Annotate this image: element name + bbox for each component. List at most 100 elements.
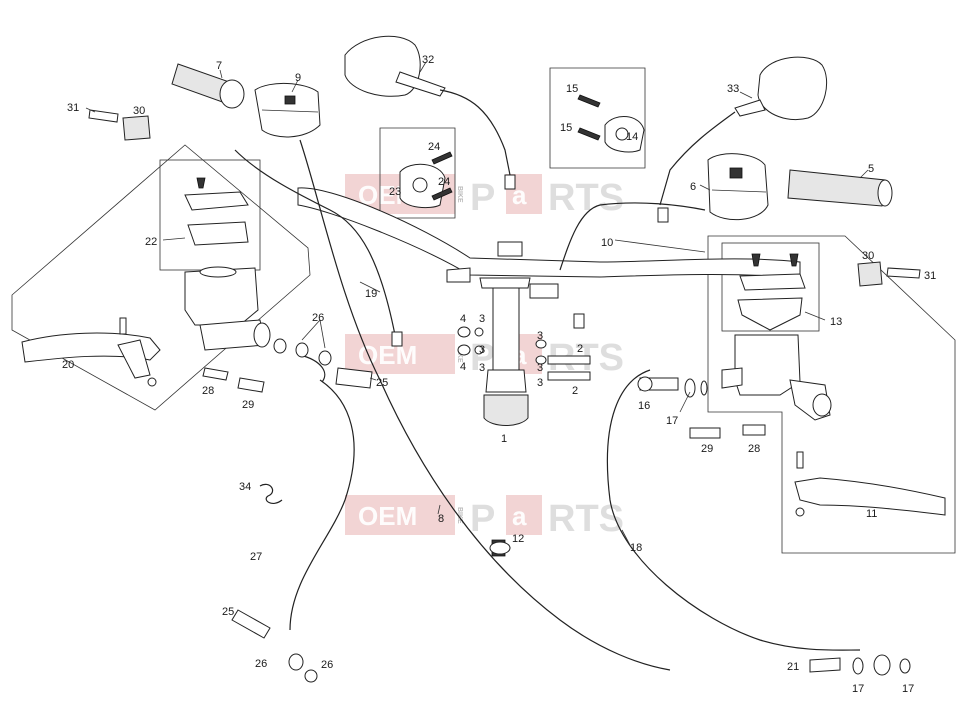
left-brake-group-frame bbox=[11, 144, 311, 411]
label-9: 9 bbox=[295, 72, 301, 84]
svg-text:RTS: RTS bbox=[548, 177, 624, 219]
label-23: 23 bbox=[389, 186, 401, 198]
right-switch-housing bbox=[707, 153, 769, 221]
cable-8-throttle bbox=[299, 139, 671, 671]
cable-27-brake-hose bbox=[289, 379, 355, 631]
label-30a: 30 bbox=[133, 105, 145, 117]
label-12: 12 bbox=[512, 533, 524, 545]
label-28a: 28 bbox=[202, 385, 214, 397]
label-20: 20 bbox=[62, 359, 74, 371]
label-24a: 24 bbox=[428, 141, 440, 153]
cable-10-switch bbox=[559, 202, 706, 271]
clamp-kit-frame-right bbox=[549, 67, 646, 169]
label-6: 6 bbox=[690, 181, 696, 193]
banjo-parts-lower bbox=[231, 609, 318, 683]
right-grip bbox=[787, 169, 893, 207]
label-17b: 17 bbox=[852, 683, 864, 695]
connector-right bbox=[573, 313, 585, 329]
label-27: 27 bbox=[250, 551, 262, 563]
leader-lines bbox=[85, 61, 869, 546]
clamp-kit-frame-left bbox=[379, 127, 456, 219]
label-11: 11 bbox=[866, 508, 877, 520]
svg-text:P: P bbox=[470, 177, 495, 219]
part-number-labels: 1 2 2 3 3 3 3 3 3 4 4 5 6 7 8 9 10 11 12… bbox=[62, 54, 936, 695]
watermark-top: OEM BIKE P a RTS bbox=[345, 174, 624, 219]
label-25a: 25 bbox=[376, 377, 388, 389]
svg-text:BIKE: BIKE bbox=[456, 507, 463, 524]
left-brake-lever bbox=[21, 317, 161, 387]
label-29a: 29 bbox=[242, 399, 254, 411]
label-3c: 3 bbox=[479, 362, 485, 374]
label-17a: 17 bbox=[666, 415, 678, 427]
label-14: 14 bbox=[626, 131, 638, 143]
hose-clip-34 bbox=[259, 483, 283, 504]
label-31a: 31 bbox=[67, 102, 79, 114]
right-brake-small-parts bbox=[637, 376, 766, 439]
label-18: 18 bbox=[630, 542, 642, 554]
label-2b: 2 bbox=[572, 385, 578, 397]
svg-text:RTS: RTS bbox=[548, 498, 624, 540]
right-master-cylinder bbox=[721, 334, 832, 421]
label-32: 32 bbox=[422, 54, 434, 66]
stem-bolts bbox=[457, 326, 591, 381]
left-mirror bbox=[344, 35, 516, 190]
left-grip bbox=[171, 63, 245, 109]
label-10: 10 bbox=[601, 237, 613, 249]
label-34: 34 bbox=[239, 481, 251, 493]
label-13: 13 bbox=[830, 316, 842, 328]
reservoir-kit-frame bbox=[159, 159, 261, 271]
label-17c: 17 bbox=[902, 683, 914, 695]
svg-text:a: a bbox=[512, 501, 527, 531]
label-4a: 4 bbox=[460, 313, 466, 325]
label-25b: 25 bbox=[222, 606, 234, 618]
banjo-parts-upper bbox=[273, 338, 373, 389]
left-switch-housing bbox=[254, 82, 321, 138]
label-26c: 26 bbox=[321, 659, 333, 671]
label-3f: 3 bbox=[537, 377, 543, 389]
right-brake-group-frame bbox=[707, 235, 956, 554]
label-31b: 31 bbox=[924, 270, 936, 282]
label-15a: 15 bbox=[566, 83, 578, 95]
label-26a: 26 bbox=[312, 312, 324, 324]
label-26b: 26 bbox=[255, 658, 267, 670]
left-master-cylinder bbox=[184, 266, 271, 351]
right-brake-lever bbox=[794, 451, 946, 517]
svg-text:a: a bbox=[512, 180, 527, 210]
steering-stem bbox=[483, 287, 529, 426]
svg-text:BIKE: BIKE bbox=[456, 346, 463, 363]
mirror-clamp-left bbox=[399, 151, 453, 209]
label-8: 8 bbox=[438, 513, 444, 525]
left-brake-small-parts bbox=[202, 367, 265, 393]
label-7: 7 bbox=[216, 60, 222, 72]
svg-text:BIKE: BIKE bbox=[456, 186, 463, 203]
handlebar-clamp bbox=[446, 241, 559, 299]
label-1: 1 bbox=[501, 433, 507, 445]
svg-text:P: P bbox=[470, 498, 495, 540]
cable-18-rear-brake bbox=[606, 369, 861, 651]
label-4b: 4 bbox=[460, 361, 466, 373]
label-3e: 3 bbox=[537, 362, 543, 374]
watermark-bottom: OEM BIKE P a RTS bbox=[345, 495, 624, 540]
right-reservoir-cap-kit bbox=[737, 253, 806, 331]
bar-end-left bbox=[88, 109, 151, 141]
connector-left bbox=[391, 331, 403, 347]
svg-text:OEM: OEM bbox=[358, 501, 417, 531]
label-16: 16 bbox=[638, 400, 650, 412]
label-19: 19 bbox=[365, 288, 377, 300]
label-30b: 30 bbox=[862, 250, 874, 262]
bar-end-right bbox=[857, 261, 921, 287]
right-mirror bbox=[657, 56, 828, 223]
label-22: 22 bbox=[145, 236, 157, 248]
cable-19 bbox=[234, 149, 396, 336]
clamp-12 bbox=[489, 539, 511, 557]
label-15b: 15 bbox=[560, 122, 572, 134]
label-24b: 24 bbox=[438, 176, 450, 188]
label-5: 5 bbox=[868, 163, 874, 175]
label-29b: 29 bbox=[701, 443, 713, 455]
label-3a: 3 bbox=[479, 313, 485, 325]
mirror-clamp-right bbox=[577, 94, 645, 153]
label-33: 33 bbox=[727, 83, 739, 95]
left-reservoir-cap-kit bbox=[184, 177, 249, 246]
right-reservoir-kit-frame bbox=[721, 242, 820, 332]
